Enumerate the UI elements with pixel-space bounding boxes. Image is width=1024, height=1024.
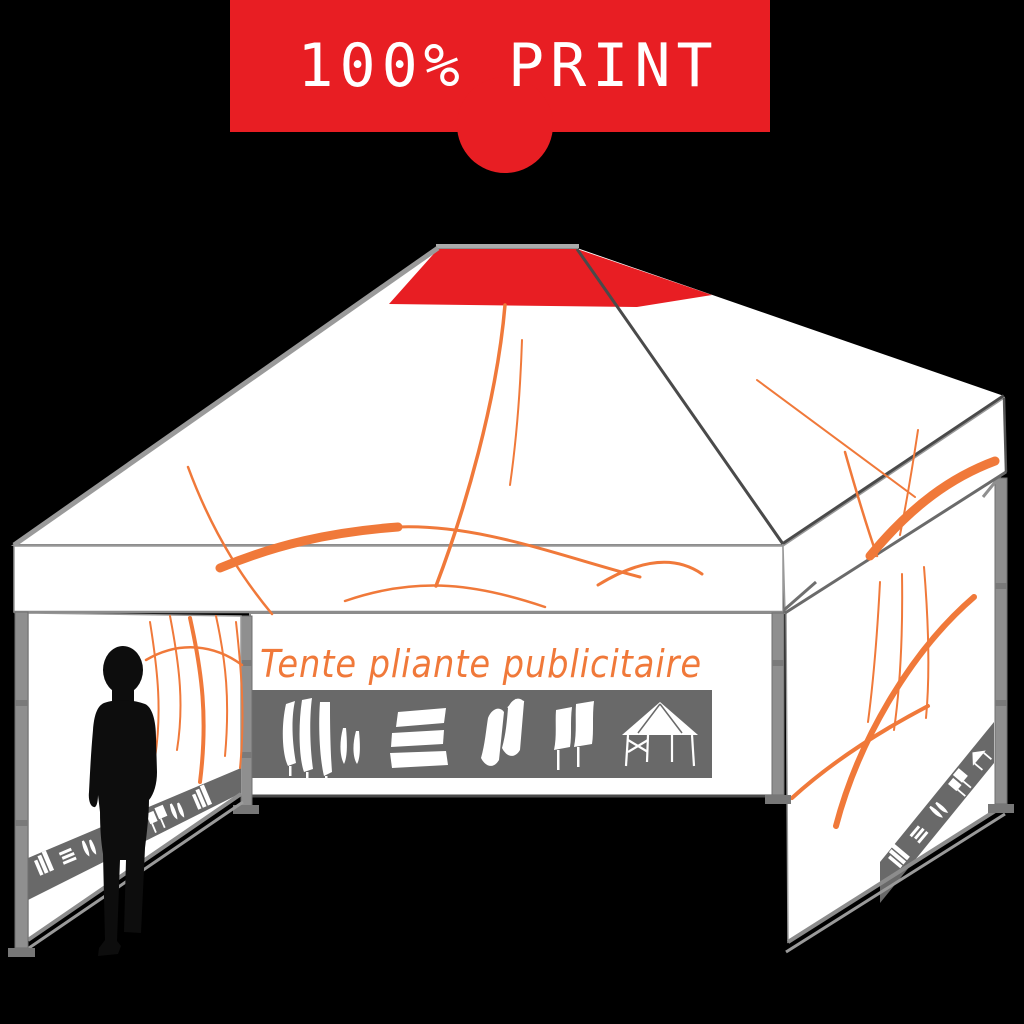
pole-foot — [8, 948, 35, 957]
curved-banners-icon — [481, 698, 525, 766]
corner-brace — [981, 480, 998, 498]
right-valance-end-edge — [1002, 397, 1008, 473]
tent-back-wall: Tente pliante publicitaire — [244, 612, 775, 798]
roof-right-face — [577, 248, 1004, 545]
folding-tent-icon — [622, 702, 698, 767]
corner-brace — [783, 580, 817, 612]
ribbon-tab — [457, 77, 553, 173]
right-valance-bottom-edge — [784, 470, 1007, 615]
horizontal-banners-icon — [390, 708, 448, 768]
roof-left-hip — [12, 245, 440, 548]
rectangular-flags-icon — [554, 701, 594, 770]
tent-title: Tente pliante publicitaire — [260, 642, 702, 686]
person-head — [103, 646, 143, 694]
right-wall-hem-outer — [785, 812, 1006, 954]
beach-flags-icon — [282, 698, 360, 782]
front-right-pole — [765, 580, 817, 804]
roof-right-eave — [781, 394, 1006, 546]
rear-right-pole — [981, 477, 1014, 813]
pole-foot — [988, 804, 1014, 813]
roof-red-cap — [389, 249, 712, 307]
front-valance — [13, 545, 784, 613]
front-left-pole — [8, 611, 35, 957]
pole-foot — [765, 795, 791, 804]
person-body — [88, 700, 157, 956]
roof-right-seam — [575, 248, 785, 545]
right-wall-hem — [786, 804, 1005, 944]
ribbon-label: 100% PRINT — [297, 31, 718, 101]
right-strip-icons — [888, 750, 992, 869]
orange-swooshes — [144, 303, 1000, 829]
ribbon-banner: 100% PRINT — [230, 0, 770, 173]
tent-roof — [10, 244, 1006, 548]
tent-right-wall — [785, 468, 1006, 954]
person-neck — [112, 686, 134, 704]
person-silhouette — [88, 646, 157, 956]
pole-foot — [233, 805, 259, 814]
